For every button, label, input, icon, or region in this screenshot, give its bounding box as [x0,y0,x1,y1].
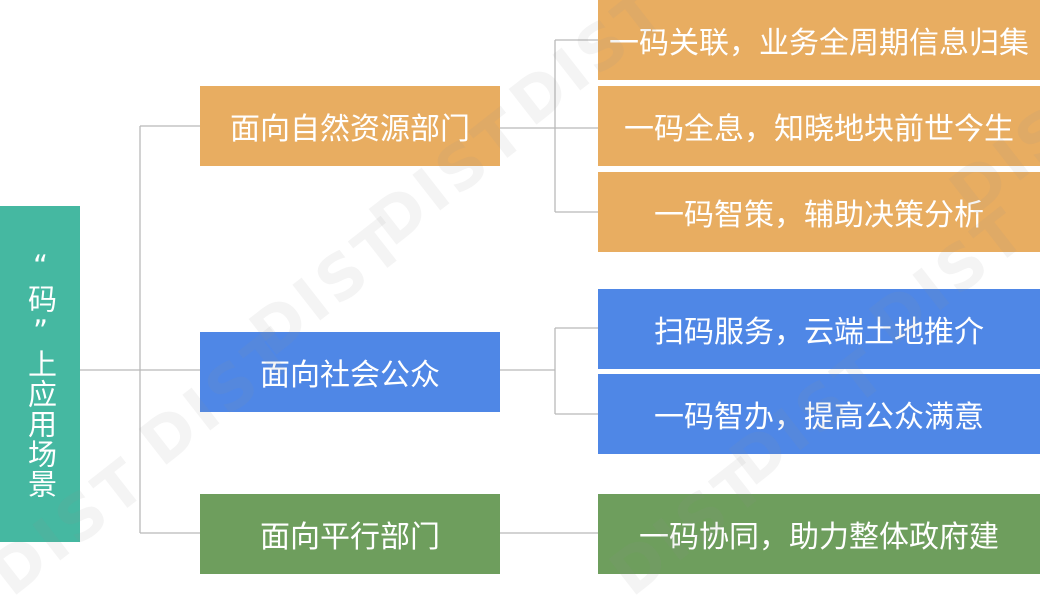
branch-public-label: 面向社会公众 [260,358,440,393]
branch-parallel-departments: 面向平行部门 [200,494,500,574]
leaf-code-association-label: 一码关联，业务全周期信息归集 [609,26,1029,61]
branch-public: 面向社会公众 [200,332,500,412]
leaf-code-holographic: 一码全息，知晓地块前世今生 [598,86,1040,166]
leaf-code-association: 一码关联，业务全周期信息归集 [598,0,1040,80]
branch-natural-resources-label: 面向自然资源部门 [230,112,470,147]
leaf-scan-service-label: 扫码服务，云端土地推介 [654,315,984,350]
branch-parallel-departments-label: 面向平行部门 [260,520,440,555]
leaf-code-smart-service-label: 一码智办，提高公众满意 [654,400,984,435]
root-node: “码”上应用场景 [0,206,80,542]
leaf-code-collaboration-label: 一码协同，助力整体政府建 [639,520,999,555]
branch-natural-resources: 面向自然资源部门 [200,86,500,166]
leaf-code-decision: 一码智策，辅助决策分析 [598,172,1040,252]
leaf-scan-service: 扫码服务，云端土地推介 [598,289,1040,369]
leaf-code-smart-service: 一码智办，提高公众满意 [598,374,1040,454]
leaf-code-collaboration: 一码协同，助力整体政府建 [598,494,1040,574]
leaf-code-decision-label: 一码智策，辅助决策分析 [654,198,984,233]
root-node-label: “码”上应用场景 [23,249,58,499]
connector-lines [80,39,598,534]
leaf-code-holographic-label: 一码全息，知晓地块前世今生 [624,112,1014,147]
